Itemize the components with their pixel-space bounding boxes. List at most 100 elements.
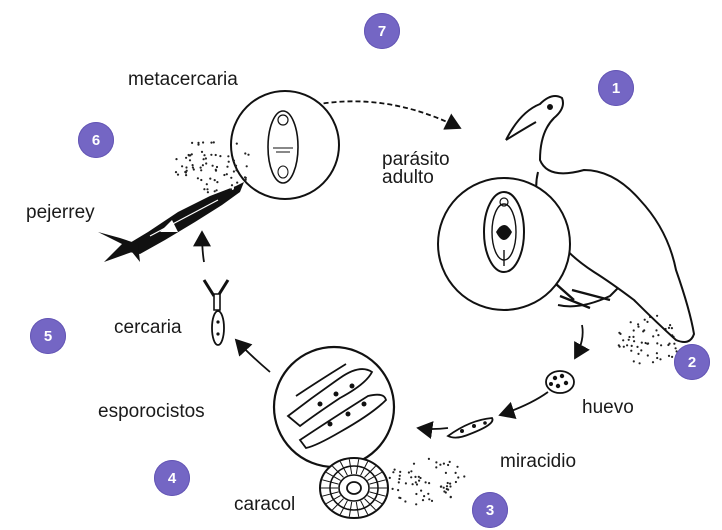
- speckle-dot: [191, 142, 193, 144]
- sporocysts-illustration: [274, 347, 394, 467]
- speckle-dot: [210, 154, 212, 156]
- speckle-dot: [399, 475, 401, 477]
- speckle-dot: [200, 179, 202, 181]
- speckle-dot: [671, 327, 673, 329]
- speckle-dot: [245, 179, 247, 181]
- speckle-dot: [628, 339, 630, 341]
- speckle-dot: [245, 177, 247, 179]
- speckle-dot: [656, 315, 658, 317]
- speckle-dot: [656, 342, 658, 344]
- speckle-dot: [394, 469, 396, 471]
- speckle-dot: [626, 344, 628, 346]
- speckle-dot: [628, 336, 630, 338]
- speckle-dot: [408, 471, 410, 473]
- speckle-dot: [449, 483, 451, 485]
- speckle-dot: [633, 340, 635, 342]
- speckle-dot: [660, 344, 662, 346]
- speckle-dot: [223, 174, 225, 176]
- speckle-dot: [203, 158, 205, 160]
- speckle-dot: [419, 477, 421, 479]
- speckle-dot: [398, 481, 400, 483]
- miracidium-illustration: [448, 418, 493, 438]
- speckles-near-snail: [389, 458, 466, 506]
- speckle-dot: [235, 169, 237, 171]
- speckle-dot: [450, 496, 452, 498]
- speckle-dot: [215, 169, 217, 171]
- speckle-dot: [435, 461, 437, 463]
- speckle-dot: [415, 493, 417, 495]
- speckle-dot: [233, 160, 235, 162]
- speckle-dot: [449, 485, 451, 487]
- speckle-dot: [185, 157, 187, 159]
- speckle-dot: [216, 181, 218, 183]
- speckle-dot: [640, 349, 642, 351]
- speckle-dot: [213, 141, 215, 143]
- speckle-dot: [389, 477, 391, 479]
- speckle-dot: [212, 165, 214, 167]
- speckle-dot: [203, 188, 205, 190]
- speckle-dot: [244, 152, 246, 154]
- arrow-snail-to-cercaria: [236, 340, 270, 372]
- speckle-dot: [415, 481, 417, 483]
- speckle-dot: [447, 464, 449, 466]
- speckle-dot: [675, 347, 677, 349]
- cercaria-illustration: [204, 280, 228, 345]
- speckle-dot: [210, 142, 212, 144]
- speckle-dot: [203, 154, 205, 156]
- speckle-dot: [656, 357, 658, 359]
- speckle-dot: [193, 168, 195, 170]
- speckle-dot: [230, 177, 232, 179]
- speckle-dot: [622, 339, 624, 341]
- speckle-dot: [668, 327, 670, 329]
- step-badge-7: 7: [364, 13, 400, 49]
- label-esporocistos: esporocistos: [98, 402, 205, 422]
- speckle-dot: [214, 179, 216, 181]
- speckle-dot: [457, 476, 459, 478]
- arrow-bird-to-egg: [575, 325, 583, 358]
- step-badge-6: 6: [78, 122, 114, 158]
- speckle-dot: [410, 470, 412, 472]
- speckle-dot: [413, 463, 415, 465]
- speckle-dot: [399, 497, 401, 499]
- speckle-dot: [449, 461, 451, 463]
- speckle-dot: [235, 165, 237, 167]
- speckle-dot: [455, 472, 457, 474]
- speckle-dot: [392, 471, 394, 473]
- speckle-dot: [637, 323, 639, 325]
- speckle-dot: [423, 495, 425, 497]
- speckle-dot: [207, 191, 209, 193]
- speckle-dot: [415, 503, 417, 505]
- step-badge-4: 4: [154, 460, 190, 496]
- speckle-dot: [440, 485, 442, 487]
- speckle-dot: [201, 151, 203, 153]
- speckle-dot: [202, 141, 204, 143]
- speckle-dot: [246, 165, 248, 167]
- speckle-dot: [656, 352, 658, 354]
- speckle-dot: [236, 143, 238, 145]
- label-miracidio: miracidio: [500, 452, 576, 472]
- speckle-dot: [443, 490, 445, 492]
- speckle-dot: [226, 166, 228, 168]
- step-badge-3: 3: [472, 492, 508, 528]
- speckle-dot: [447, 482, 449, 484]
- speckle-dot: [425, 481, 427, 483]
- speckle-dot: [637, 353, 639, 355]
- speckle-dot: [215, 154, 217, 156]
- speckle-dot: [435, 466, 437, 468]
- speckle-dot: [630, 350, 632, 352]
- fish-illustration: [98, 182, 244, 262]
- speckle-dot: [644, 319, 646, 321]
- speckle-dot: [623, 346, 625, 348]
- speckle-dot: [192, 164, 194, 166]
- speckle-dot: [191, 153, 193, 155]
- speckle-dot: [428, 498, 430, 500]
- speckle-dot: [392, 488, 394, 490]
- speckle-dot: [636, 346, 638, 348]
- speckle-dot: [652, 335, 654, 337]
- speckle-dot: [668, 343, 670, 345]
- speckle-dot: [455, 481, 457, 483]
- speckle-dot: [641, 342, 643, 344]
- speckle-dot: [231, 184, 233, 186]
- speckle-dot: [397, 489, 399, 491]
- speckle-dot: [181, 165, 183, 167]
